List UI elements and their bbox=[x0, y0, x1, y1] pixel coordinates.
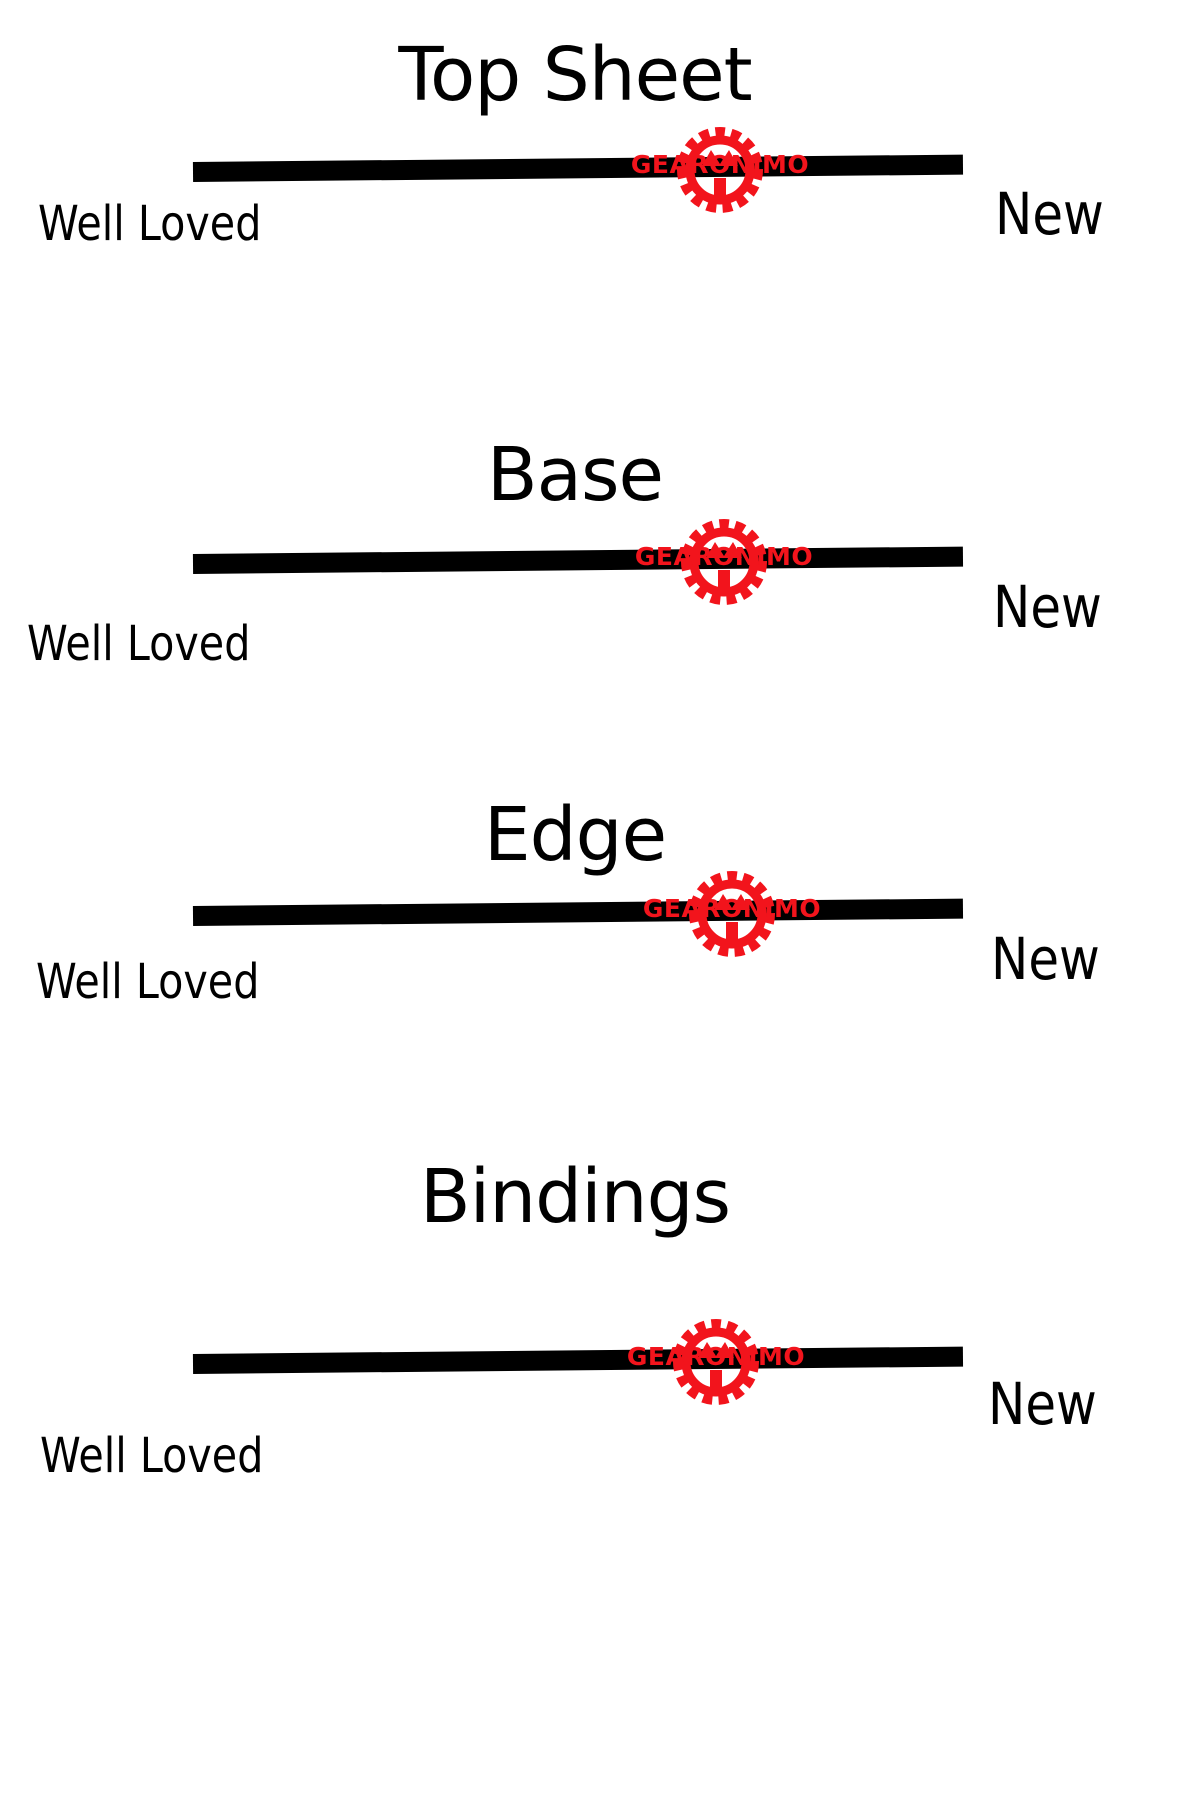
condition-scale-track bbox=[192, 898, 964, 926]
scale-label-well-loved: Well Loved bbox=[40, 1428, 264, 1484]
scale-label-new: New bbox=[991, 925, 1100, 993]
marker-logo-text: GEARONIMO bbox=[630, 150, 810, 179]
scale-label-new: New bbox=[993, 573, 1102, 641]
section-title: Top Sheet bbox=[398, 32, 752, 118]
scale-label-well-loved: Well Loved bbox=[27, 616, 251, 672]
marker-logo-text: GEARONIMO bbox=[626, 1342, 806, 1371]
scale-label-well-loved: Well Loved bbox=[36, 954, 260, 1010]
gearonimo-marker: GEARONIMO bbox=[624, 510, 824, 610]
scale-label-new: New bbox=[988, 1370, 1097, 1438]
section-title: Base bbox=[486, 432, 664, 518]
section-title: Edge bbox=[483, 792, 667, 878]
scale-label-well-loved: Well Loved bbox=[38, 196, 262, 252]
gear-logo-icon bbox=[689, 871, 775, 957]
condition-scale-track bbox=[192, 546, 964, 574]
gearonimo-marker: GEARONIMO bbox=[620, 118, 820, 218]
gear-logo-icon bbox=[677, 127, 763, 213]
gear-logo-icon bbox=[673, 1319, 759, 1405]
gearonimo-marker: GEARONIMO bbox=[632, 862, 832, 962]
marker-logo-text: GEARONIMO bbox=[634, 542, 814, 571]
gearonimo-marker: GEARONIMO bbox=[616, 1310, 816, 1410]
condition-scale-track bbox=[192, 1346, 964, 1374]
marker-logo-text: GEARONIMO bbox=[642, 894, 822, 923]
scale-label-new: New bbox=[995, 180, 1104, 248]
gear-logo-icon bbox=[681, 519, 767, 605]
condition-scale-track bbox=[192, 154, 964, 182]
section-title: Bindings bbox=[419, 1154, 731, 1240]
